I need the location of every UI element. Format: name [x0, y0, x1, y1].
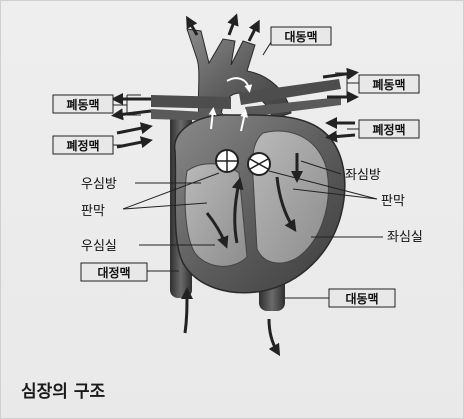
label-vena-cava-text: 대정맥 — [97, 265, 130, 280]
label-pulmonary-artery-left: 폐동맥 — [53, 95, 113, 113]
label-pulmonary-vein-right-text: 폐정맥 — [372, 122, 405, 137]
label-pulmonary-vein-left: 폐정맥 — [53, 136, 113, 154]
valve-right-shape — [248, 153, 270, 175]
valve-left-shape — [216, 150, 238, 172]
label-aorta-bottom: 대동맥 — [329, 289, 395, 307]
label-pulmonary-artery-right: 폐동맥 — [359, 75, 419, 93]
label-aorta-bottom-text: 대동맥 — [345, 291, 378, 306]
label-pulmonary-artery-right-text: 폐동맥 — [372, 77, 405, 92]
label-aorta-top: 대동맥 — [271, 27, 331, 45]
label-pulmonary-vein-left-text: 폐정맥 — [66, 138, 99, 153]
label-pulmonary-vein-right: 폐정맥 — [359, 120, 419, 138]
right-ventricle-chamber — [185, 164, 247, 267]
label-aorta-top-text: 대동맥 — [284, 29, 317, 44]
label-right-ventricle: 우심실 — [81, 239, 117, 254]
label-left-atrium: 좌심방 — [345, 168, 381, 183]
label-valve-left: 판막 — [81, 204, 105, 219]
label-vena-cava: 대정맥 — [81, 263, 147, 281]
label-left-ventricle: 좌심실 — [387, 230, 423, 245]
label-pulmonary-artery-left-text: 폐동맥 — [66, 97, 99, 112]
figure-caption: 심장의 구조 — [21, 377, 105, 402]
label-right-atrium: 우심방 — [81, 177, 117, 192]
label-valve-right: 판막 — [381, 194, 405, 209]
